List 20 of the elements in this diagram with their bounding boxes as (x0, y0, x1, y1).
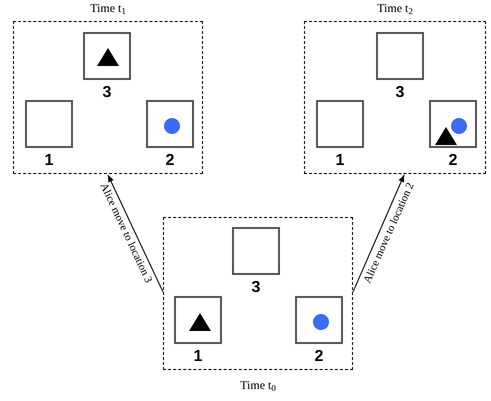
triangle-marker (189, 313, 211, 331)
panel-title: Time t$_{0}$ (240, 378, 276, 392)
location-number: 1 (44, 152, 54, 170)
arrow (108, 174, 164, 292)
triangle-marker (435, 127, 457, 145)
location-number: 3 (252, 279, 260, 297)
circle-marker (451, 118, 467, 134)
triangle-marker (97, 48, 119, 66)
location-number: 2 (166, 152, 174, 170)
circle-marker (313, 314, 329, 330)
circle-marker (164, 118, 180, 134)
location-number: 2 (448, 152, 458, 170)
location-number: 3 (396, 84, 404, 102)
location-number: 1 (336, 152, 344, 170)
location-number: 3 (102, 84, 112, 102)
location-number: 2 (314, 348, 324, 366)
location-number: 1 (194, 348, 202, 366)
arrow (352, 174, 405, 292)
panel-title: Time t$_{1}$ (90, 1, 126, 15)
panel-title: Time t$_{2}$ (377, 1, 413, 15)
